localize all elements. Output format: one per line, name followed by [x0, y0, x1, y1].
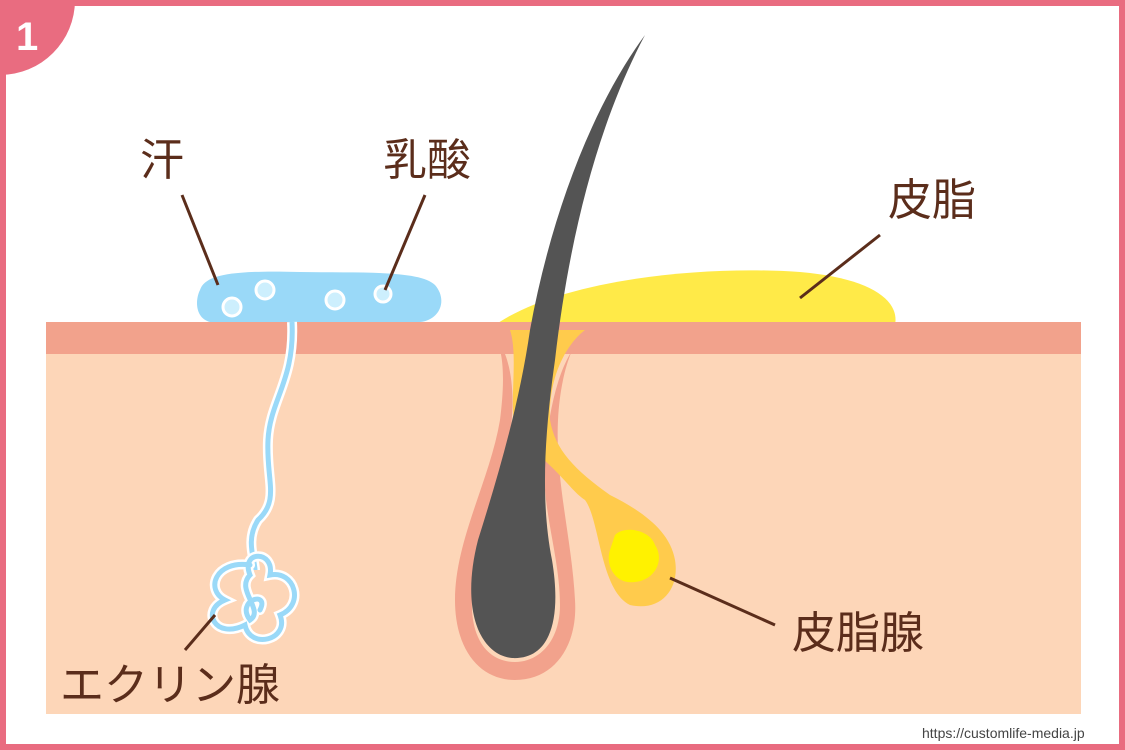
- label-eccrine-gland: エクリン腺: [60, 660, 280, 711]
- leader-lines: [180, 194, 881, 651]
- eccrine-coil: [207, 551, 300, 645]
- source-url: https://customlife-media.jp: [922, 725, 1085, 741]
- hair-shaft: [471, 35, 645, 659]
- eccrine-duct: [248, 321, 295, 571]
- label-sebum: 皮脂: [888, 175, 976, 226]
- label-lactic-acid: 乳酸: [383, 135, 471, 186]
- label-sweat: 汗: [140, 135, 184, 186]
- surface-sebum: [495, 270, 896, 325]
- step-badge: [0, 0, 75, 75]
- step-number: 1: [16, 15, 38, 59]
- label-sebaceous-gland: 皮脂腺: [792, 608, 924, 659]
- lactic-acid-bubbles: [221, 279, 393, 318]
- sebum-droplet: [608, 529, 659, 583]
